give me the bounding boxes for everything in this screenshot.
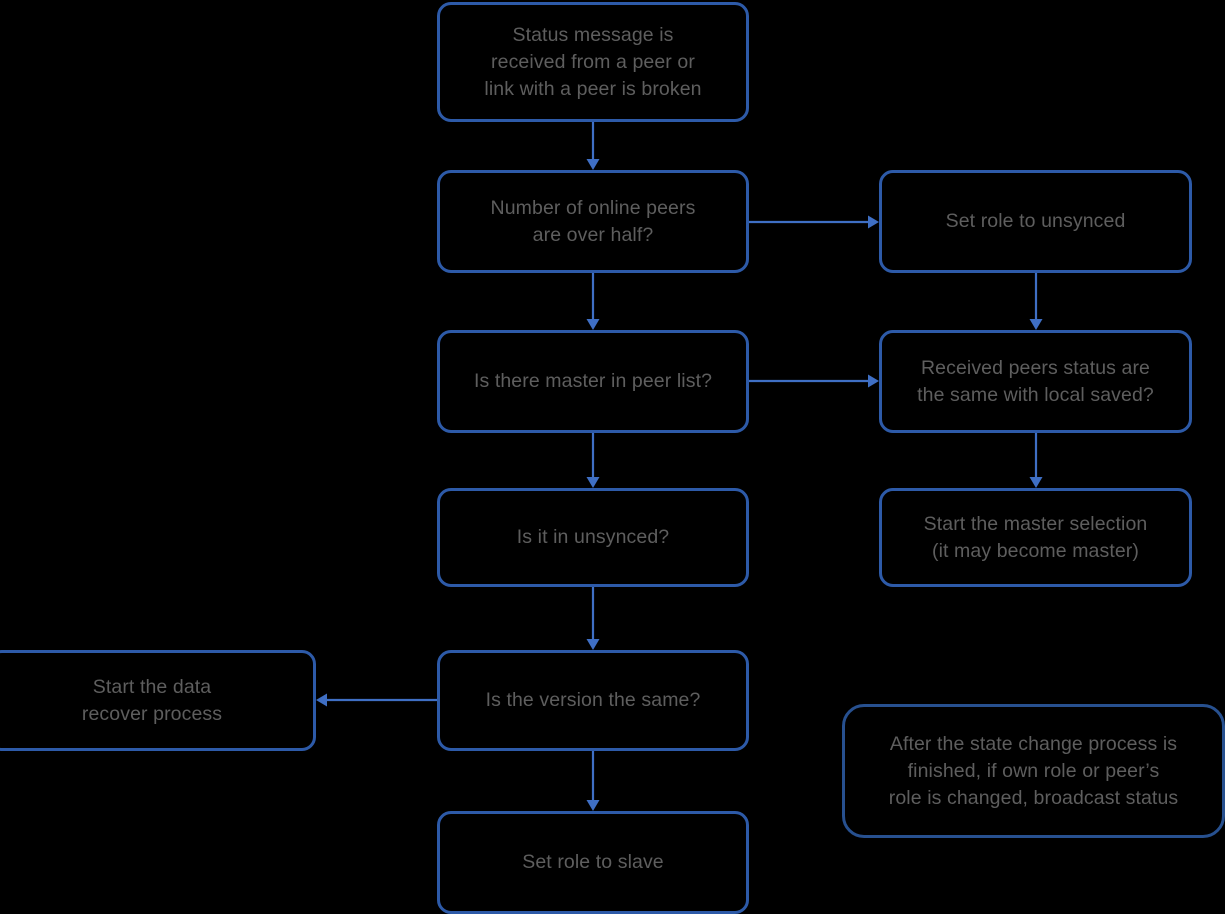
node-label: Is it in unsynced? — [516, 526, 670, 548]
node-is-there-master-in-peer-list[interactable]: Is there master in peer list? — [437, 330, 749, 433]
arrowhead-icon — [868, 215, 879, 229]
node-label: Start the data recover process — [81, 675, 223, 725]
node-label: Status message is received from a peer o… — [484, 23, 702, 100]
node-label: Number of online peers are over half? — [490, 196, 696, 246]
arrowhead-icon — [1029, 319, 1043, 330]
arrowhead-icon — [586, 159, 600, 170]
node-label: Received peers status are the same with … — [917, 356, 1154, 406]
edge-edge-master-list-to-received-status — [749, 374, 879, 388]
node-label: Is there master in peer list? — [473, 370, 713, 392]
node-label: Set role to unsynced — [945, 210, 1126, 232]
node-online-peers-over-half[interactable]: Number of online peers are over half? — [437, 170, 749, 273]
node-received-peers-status-same[interactable]: Received peers status are the same with … — [879, 330, 1192, 433]
arrowhead-icon — [586, 639, 600, 650]
node-is-it-in-unsynced[interactable]: Is it in unsynced? — [437, 488, 749, 587]
arrowhead-icon — [1029, 477, 1043, 488]
edge-edge-version-to-data-recover — [316, 693, 437, 707]
edge-edge-version-to-set-slave — [586, 751, 600, 811]
node-status-message-received[interactable]: Status message is received from a peer o… — [437, 2, 749, 122]
node-label: Set role to slave — [522, 851, 664, 873]
arrowhead-icon — [868, 374, 879, 388]
edge-edge-received-status-to-master-selection — [1029, 433, 1043, 488]
arrowhead-icon — [586, 477, 600, 488]
node-broadcast-status-note[interactable]: After the state change process is finish… — [842, 704, 1225, 838]
node-label: After the state change process is finish… — [888, 732, 1179, 809]
edge-edge-online-peers-to-master-list — [586, 273, 600, 330]
node-label: Start the master selection (it may becom… — [923, 512, 1148, 562]
arrowhead-icon — [586, 800, 600, 811]
node-start-data-recover[interactable]: Start the data recover process — [0, 650, 316, 751]
edge-edge-set-unsynced-to-received-status — [1029, 273, 1043, 330]
arrowhead-icon — [586, 319, 600, 330]
edge-edge-online-peers-to-set-unsynced — [749, 215, 879, 229]
edge-edge-unsynced-to-version — [586, 587, 600, 650]
node-start-master-selection[interactable]: Start the master selection (it may becom… — [879, 488, 1192, 587]
edge-edge-status-to-online-peers — [586, 122, 600, 170]
node-set-role-unsynced[interactable]: Set role to unsynced — [879, 170, 1192, 273]
node-set-role-slave[interactable]: Set role to slave — [437, 811, 749, 914]
edge-edge-master-list-to-unsynced — [586, 433, 600, 488]
arrowhead-icon — [316, 693, 327, 707]
node-is-version-the-same[interactable]: Is the version the same? — [437, 650, 749, 751]
node-label: Is the version the same? — [485, 689, 701, 711]
